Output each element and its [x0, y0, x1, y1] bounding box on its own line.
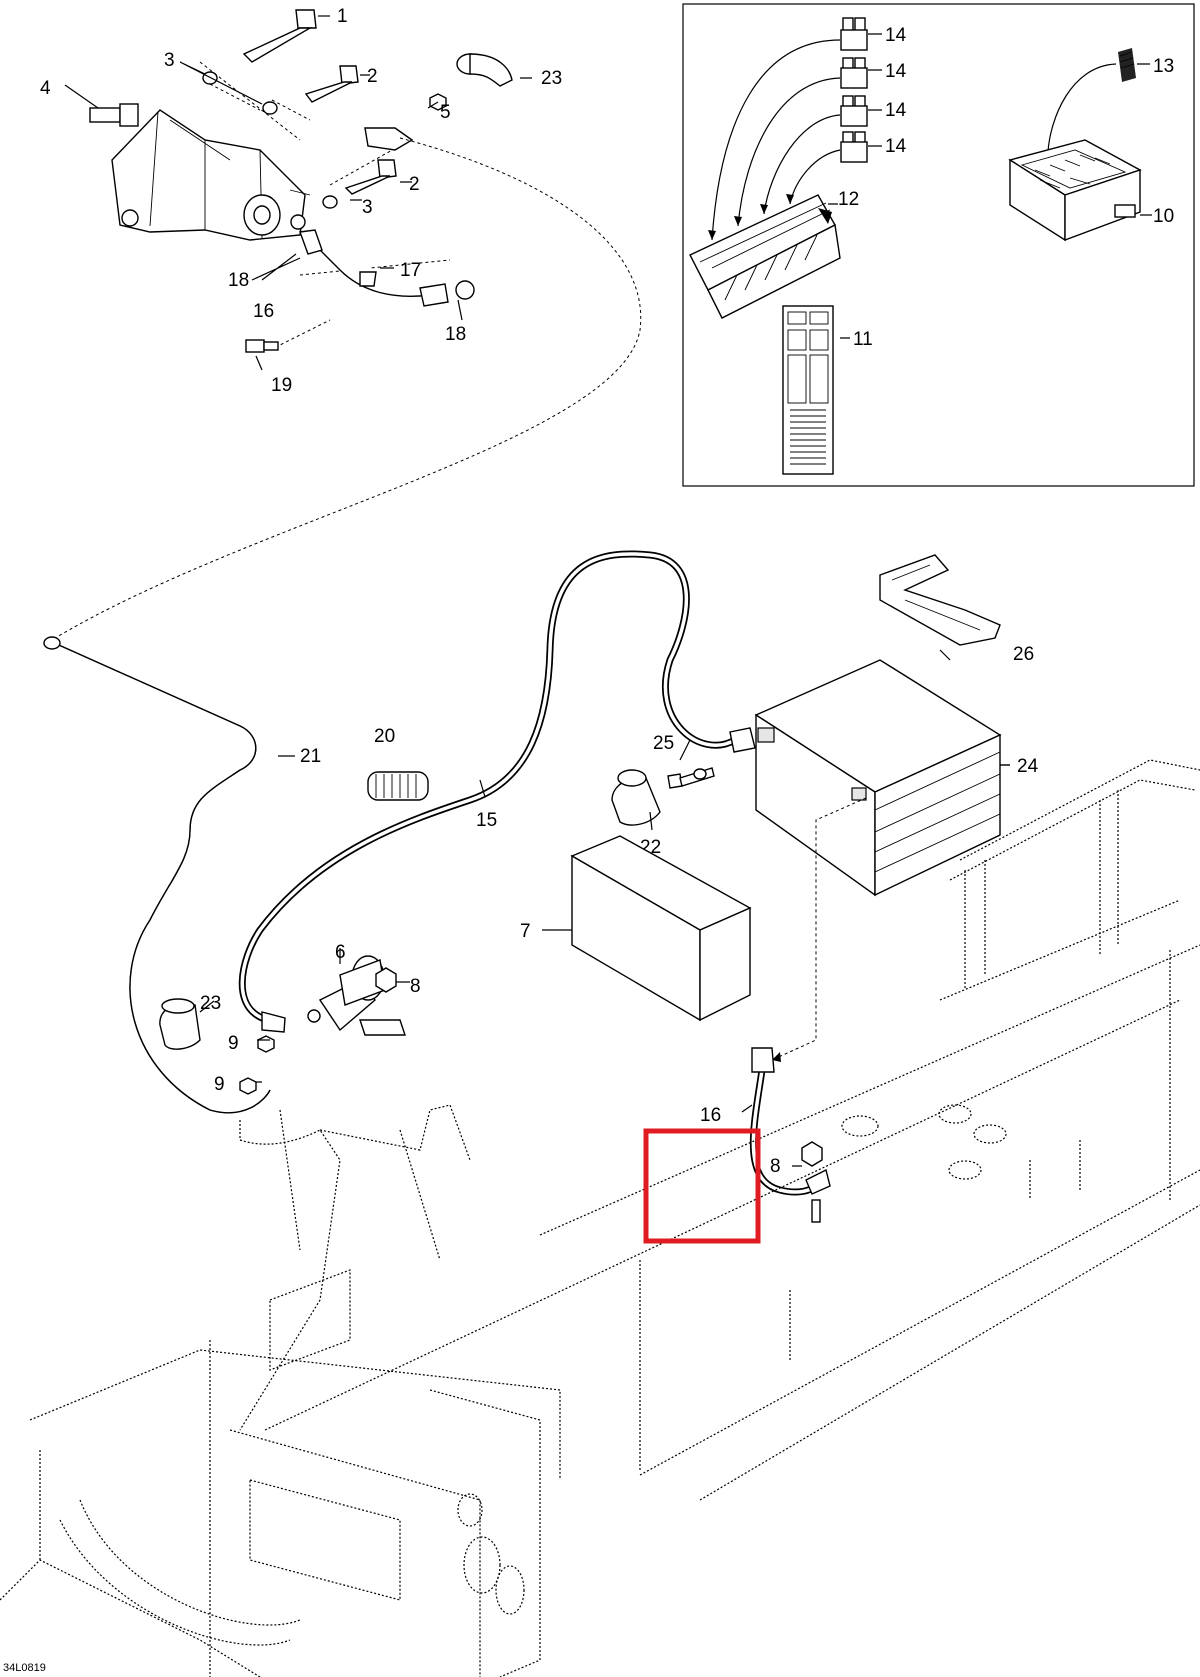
bolt-2-a — [304, 65, 359, 103]
starter-motor — [89, 103, 311, 241]
callout-20: 20 — [374, 726, 395, 747]
nut-9-a — [257, 1035, 275, 1053]
starter-group: 1 3 4 2 2 3 5 23 17 18 16 18 19 — [40, 6, 562, 396]
callout-14-d: 14 — [885, 136, 907, 157]
fuse-box-housing — [1008, 139, 1142, 242]
callout-5: 5 — [440, 102, 451, 123]
fuse-holder — [689, 194, 841, 319]
callout-18-b: 18 — [445, 324, 466, 345]
stud-8 — [811, 1199, 821, 1223]
callout-21: 21 — [300, 746, 321, 767]
callout-15: 15 — [476, 810, 497, 831]
callout-17: 17 — [400, 260, 421, 281]
fuse-14-c — [840, 95, 868, 127]
callout-7: 7 — [520, 921, 531, 942]
callout-8-b: 8 — [770, 1156, 781, 1177]
callout-24: 24 — [1017, 756, 1039, 777]
boot-23 — [159, 998, 201, 1050]
bolt-2-b — [344, 159, 397, 195]
fuse-box-inset: 14 14 14 14 13 12 10 11 — [682, 3, 1195, 487]
ground-cable-lower — [749, 1047, 831, 1196]
callout-6: 6 — [335, 942, 346, 963]
fuse-14-a — [840, 17, 868, 51]
callout-12: 12 — [838, 189, 859, 210]
fuse-label-decal — [782, 305, 834, 475]
battery-strap-26 — [879, 554, 1001, 646]
callout-4: 4 — [40, 78, 51, 99]
callout-2-a: 2 — [367, 66, 378, 87]
callout-14-a: 14 — [885, 25, 907, 46]
callout-8-a: 8 — [410, 976, 421, 997]
callout-14-b: 14 — [885, 61, 907, 82]
vehicle-frame — [0, 759, 1200, 1677]
washer-3-b — [322, 195, 338, 209]
highlight-box — [643, 1128, 761, 1244]
callout-9-a: 9 — [228, 1033, 239, 1054]
boot-23-top — [456, 53, 513, 87]
battery-group: 24 26 7 16 8 — [520, 554, 1039, 1223]
nut-9-b — [239, 1077, 257, 1095]
bolt-1 — [242, 9, 317, 63]
screw-19 — [245, 339, 279, 353]
screw-17 — [359, 271, 377, 287]
callout-19: 19 — [271, 375, 292, 396]
bolt-8-a — [375, 967, 397, 993]
cables-group: 21 20 15 6 8 23 9 9 25 22 — [43, 550, 1010, 1114]
relay-13 — [1118, 48, 1136, 82]
callout-26: 26 — [1013, 644, 1034, 665]
callout-16-a: 16 — [253, 301, 274, 322]
washer-2-a — [262, 101, 278, 115]
bolt-25 — [667, 767, 715, 789]
sleeve-20 — [367, 771, 429, 801]
callout-11: 11 — [853, 329, 873, 350]
callout-3-b: 3 — [362, 197, 373, 218]
callout-10: 10 — [1153, 206, 1174, 227]
ground-cable-top — [299, 229, 449, 307]
callout-13: 13 — [1153, 56, 1174, 77]
figure-code: 34L0819 — [3, 1662, 46, 1674]
assembly-line — [51, 137, 642, 641]
callout-1: 1 — [337, 6, 348, 27]
callout-14-c: 14 — [885, 100, 907, 121]
callout-25: 25 — [653, 733, 674, 754]
callout-16-b: 16 — [700, 1105, 721, 1126]
callout-3-a: 3 — [164, 50, 175, 71]
bolt-8-b — [801, 1141, 823, 1167]
solenoid-6 — [307, 955, 406, 1036]
star-washer-18 — [455, 280, 475, 300]
callout-2-b: 2 — [409, 174, 420, 195]
fuse-14-b — [840, 57, 868, 89]
callout-18-a: 18 — [228, 270, 249, 291]
fuse-14-d — [840, 131, 868, 163]
callout-9-b: 9 — [214, 1074, 225, 1095]
callout-23-b: 23 — [200, 993, 221, 1014]
boot-22 — [611, 769, 661, 826]
callout-23-a: 23 — [541, 68, 562, 89]
